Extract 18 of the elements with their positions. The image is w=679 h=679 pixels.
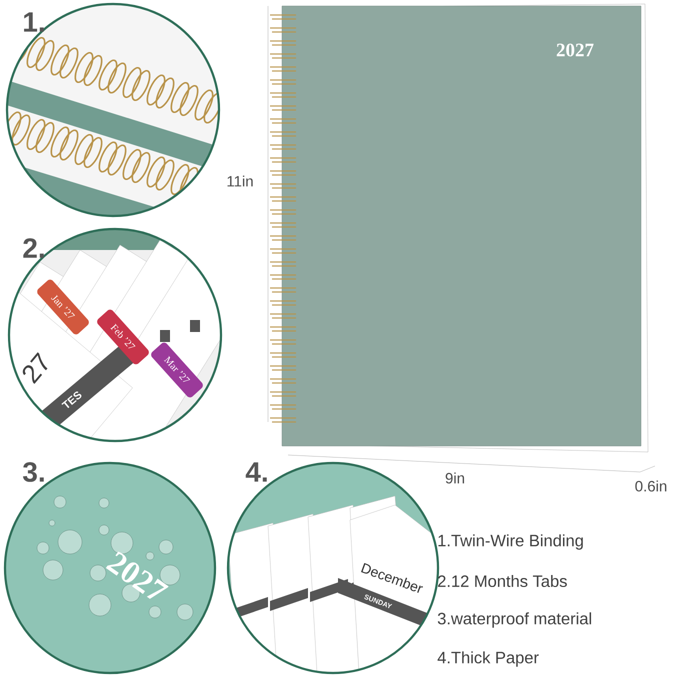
step-number: 1.	[24, 12, 44, 32]
step-number: 2.	[23, 238, 44, 258]
feature-text: 1.Twin-Wire Binding	[438, 534, 583, 550]
feature-text: 4.Thick Paper	[438, 651, 539, 667]
feature-text: 2.12 Months Tabs	[438, 574, 567, 588]
dimension-label: 9in	[446, 472, 464, 484]
page-text: TES	[61, 391, 82, 408]
tab-label: Jan ’27	[50, 294, 75, 318]
step-number: 4.	[246, 462, 267, 482]
page-text: 27	[22, 352, 48, 384]
dimension-label: 0.6in	[635, 480, 666, 492]
feature-text: 3.waterproof material	[438, 612, 592, 628]
dimension-label: 11in	[228, 176, 253, 186]
drop-year: 2027	[106, 552, 169, 599]
step-number: 3.	[22, 462, 44, 482]
tab-label: Mar ’27	[164, 356, 190, 382]
cover-year: 2027	[556, 44, 594, 56]
tab-label: Feb ’27	[110, 324, 136, 348]
